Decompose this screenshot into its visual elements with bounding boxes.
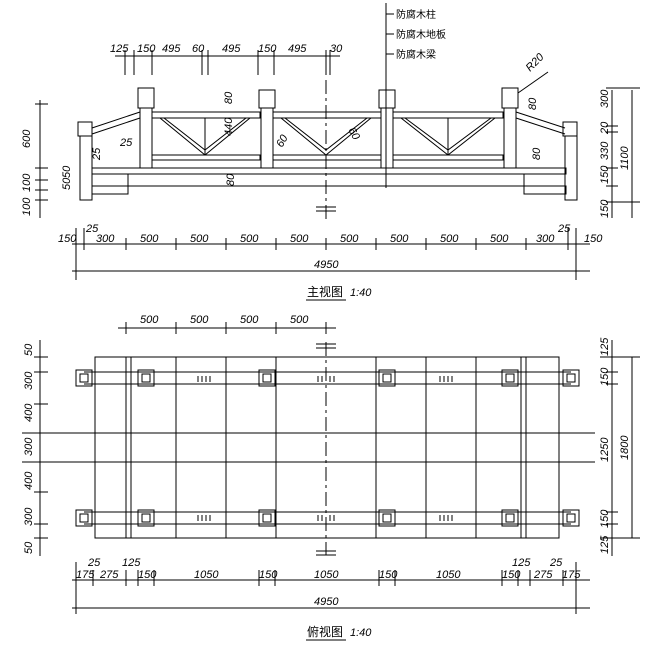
plan-dim-left-6: 50 <box>23 541 35 554</box>
front-view-scale: 1:40 <box>350 287 372 299</box>
plan-dim-bottom-2: 150 <box>138 569 157 581</box>
plan-view-title: 俯视图 <box>307 624 343 639</box>
plan-dim-bottom-8: 150 <box>502 569 521 581</box>
plan-dim-right-1: 150 <box>599 367 611 386</box>
dim-bottom-0: 150 <box>58 233 77 245</box>
plan-dim-bottom-upper-3: 25 <box>549 557 563 569</box>
plan-dim-bottom-9: 275 <box>533 569 553 581</box>
plan-dim-bottom-1: 275 <box>99 569 119 581</box>
dim-right-1: 20 <box>599 121 611 135</box>
dim-left-0: 600 <box>21 129 33 148</box>
dim-front-total: 4950 <box>314 259 339 271</box>
plan-dim-left-0: 50 <box>23 343 35 356</box>
dim-left-5: 100 <box>21 197 33 216</box>
plan-dim-bottom-upper-1: 125 <box>122 557 141 569</box>
dim-bottom-5: 500 <box>240 233 259 245</box>
plan-dim-right-2: 1250 <box>599 437 611 462</box>
plan-dim-top-0: 500 <box>140 314 159 326</box>
dim-left-4: 50 <box>61 165 73 178</box>
dim-left-3: 50 <box>61 177 73 190</box>
front-view <box>35 3 640 300</box>
callout-floor: 防腐木地板 <box>396 28 446 41</box>
dim-top-6: 495 <box>288 43 307 55</box>
plan-dim-top-1: 500 <box>190 314 209 326</box>
dim-bottom-6: 500 <box>290 233 309 245</box>
plan-dim-bottom-0: 175 <box>76 569 95 581</box>
dim-bottom-1: 25 <box>85 223 99 235</box>
plan-dim-top-3: 500 <box>290 314 309 326</box>
dim-bottom-8: 500 <box>390 233 409 245</box>
front-view-title: 主视图 <box>307 284 343 299</box>
dim-right-3: 150 <box>599 165 611 184</box>
plan-view-scale: 1:40 <box>350 627 372 639</box>
plan-dim-bottom-4: 150 <box>259 569 278 581</box>
plan-dim-left-1: 300 <box>23 371 35 390</box>
dim-top-7: 30 <box>330 43 343 55</box>
dim-left-2: 100 <box>21 173 33 192</box>
plan-dim-total: 4950 <box>314 596 339 608</box>
dim-bottom-9: 500 <box>440 233 459 245</box>
callout-post: 防腐木柱 <box>396 8 436 21</box>
dim-top-1: 150 <box>137 43 156 55</box>
dim-right-0: 300 <box>599 89 611 108</box>
callout-beam: 防腐木梁 <box>396 48 436 61</box>
plan-dim-left-5: 300 <box>23 507 35 526</box>
dim-inner-6: 80 <box>527 97 539 110</box>
plan-dim-left-2: 400 <box>23 403 35 422</box>
dim-inner-4: 60 <box>274 132 291 149</box>
plan-dim-bottom-6: 150 <box>379 569 398 581</box>
dim-top-5: 150 <box>258 43 277 55</box>
plan-dim-left-3: 300 <box>23 437 35 456</box>
dim-bottom-2: 300 <box>96 233 115 245</box>
dim-bottom-10: 500 <box>490 233 509 245</box>
dim-inner-1: 440 <box>223 117 235 136</box>
dim-inner-0: 80 <box>223 91 235 104</box>
plan-dim-left-4: 400 <box>23 471 35 490</box>
dim-right-total: 1100 <box>619 145 631 170</box>
dim-bottom-3: 500 <box>140 233 159 245</box>
plan-dim-right-3: 150 <box>599 509 611 528</box>
dim-bottom-12: 25 <box>557 223 571 235</box>
plan-view <box>22 322 640 640</box>
plan-dim-bottom-3: 1050 <box>194 569 219 581</box>
plan-dim-bottom-upper-0: 25 <box>87 557 101 569</box>
dim-top-3: 60 <box>192 43 205 55</box>
dim-top-0: 125 <box>110 43 129 55</box>
plan-dim-right-total: 1800 <box>619 435 631 460</box>
dim-bottom-7: 500 <box>340 233 359 245</box>
plan-dim-top-2: 500 <box>240 314 259 326</box>
plan-dim-right-4: 125 <box>599 535 611 554</box>
dim-top-2: 495 <box>162 43 181 55</box>
plan-dim-right-0: 125 <box>599 337 611 356</box>
dim-right-2: 330 <box>599 141 611 160</box>
dim-inner-2: 80 <box>225 173 237 186</box>
plan-dim-bottom-upper-2: 125 <box>512 557 531 569</box>
radius-label: R20 <box>524 51 547 74</box>
dim-bottom-4: 500 <box>190 233 209 245</box>
dim-inner-5: 60 <box>345 126 362 143</box>
dim-inner-7: 80 <box>531 147 543 160</box>
dim-bottom-13: 150 <box>584 233 603 245</box>
plan-view-labels: 500 500 500 500 50 300 400 300 400 300 5… <box>23 314 631 639</box>
dim-inner-3: 25 <box>119 137 133 149</box>
dim-top-4: 495 <box>222 43 241 55</box>
plan-dim-bottom-10: 175 <box>562 569 581 581</box>
dim-left-1: 25 <box>91 147 103 161</box>
dim-bottom-11: 300 <box>536 233 555 245</box>
dim-right-4: 150 <box>599 199 611 218</box>
plan-dim-bottom-5: 1050 <box>314 569 339 581</box>
plan-dim-bottom-7: 1050 <box>436 569 461 581</box>
